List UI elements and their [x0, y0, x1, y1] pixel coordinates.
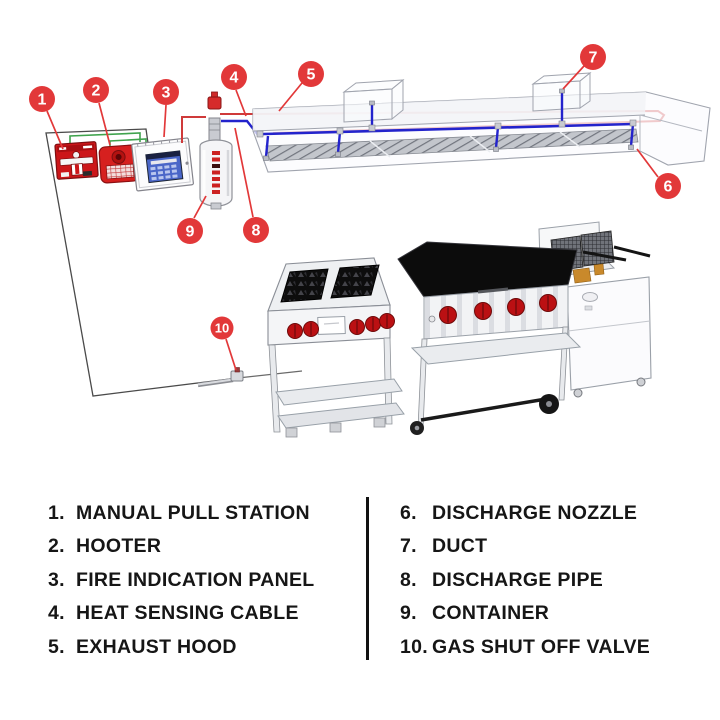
- legend-item-label: HEAT SENSING CABLE: [76, 602, 299, 625]
- gas-range: [267, 257, 405, 438]
- legend-item: 10. GAS SHUT OFF VALVE: [400, 631, 700, 664]
- legend-item-number: 1.: [48, 502, 65, 524]
- griddle: [397, 241, 582, 435]
- legend-item: 3. FIRE INDICATION PANEL: [48, 564, 348, 597]
- legend-item: 9. CONTAINER: [400, 597, 700, 630]
- svg-text:2: 2: [92, 83, 101, 100]
- legend-item: 8. DISCHARGE PIPE: [400, 564, 700, 597]
- legend-column-left: 1. MANUAL PULL STATION 2. HOOTER 3. FIRE…: [48, 497, 348, 664]
- legend-item-number: 2.: [48, 535, 65, 558]
- legend-item-label: DUCT: [432, 535, 488, 558]
- leader-3: [163, 104, 167, 138]
- callout-2: 2: [83, 77, 109, 103]
- fire-suppression-diagram: 1 2 3 4 5 6 7 8 9 10: [29, 44, 711, 438]
- legend-item-label: GAS SHUT OFF VALVE: [432, 635, 651, 658]
- legend-item: 6. DISCHARGE NOZZLE: [400, 497, 700, 530]
- callout-4: 4: [221, 64, 247, 90]
- legend-divider: [366, 497, 369, 660]
- callout-leaders: [46, 65, 659, 371]
- svg-text:3: 3: [162, 85, 171, 102]
- svg-text:1: 1: [38, 92, 47, 109]
- leader-9: [193, 195, 207, 219]
- svg-text:8: 8: [252, 223, 261, 240]
- callout-8: 8: [243, 217, 269, 243]
- callout-7: 7: [580, 44, 606, 70]
- fire-indication-panel: [131, 137, 194, 192]
- legend-item-number: 7.: [400, 535, 417, 558]
- legend-item-number: 6.: [400, 502, 417, 524]
- callout-3: 3: [153, 79, 179, 105]
- legend-item-label: MANUAL PULL STATION: [76, 502, 310, 524]
- legend-item-number: 8.: [400, 568, 417, 591]
- callout-5: 5: [298, 61, 324, 87]
- legend-item-number: 3.: [48, 568, 65, 591]
- svg-text:6: 6: [664, 179, 673, 196]
- legend-item: 4. HEAT SENSING CABLE: [48, 597, 348, 630]
- leader-2: [98, 102, 111, 146]
- legend-item-number: 9.: [400, 602, 417, 625]
- griddle-knob: [439, 294, 557, 324]
- legend-item-label: FIRE INDICATION PANEL: [76, 568, 315, 591]
- legend-item: 2. HOOTER: [48, 530, 348, 563]
- callout-1: 1: [29, 86, 55, 112]
- legend-item-number: 10.: [400, 635, 429, 658]
- legend-item: 5. EXHAUST HOOD: [48, 631, 348, 664]
- callout-10: 10: [210, 316, 234, 340]
- range-knob: [287, 313, 395, 339]
- gas-shut-off-valve: [230, 367, 244, 382]
- svg-text:10: 10: [215, 321, 229, 336]
- legend-item-label: HOOTER: [76, 535, 162, 558]
- leader-5: [278, 82, 303, 112]
- legend-item: 1. MANUAL PULL STATION: [48, 497, 348, 530]
- callout-6: 6: [655, 173, 681, 199]
- leader-4: [235, 89, 247, 117]
- callout-circles: 1 2 3 4 5 6 7 8 9 10: [29, 44, 681, 340]
- legend-item-label: DISCHARGE PIPE: [432, 568, 604, 591]
- leader-10: [225, 338, 237, 371]
- discharge-nozzle: [263, 123, 635, 161]
- container: [199, 91, 233, 210]
- legend-item: 7. DUCT: [400, 530, 700, 563]
- svg-text:7: 7: [589, 50, 598, 67]
- leader-7: [562, 65, 585, 90]
- manual-pull-station: [54, 141, 99, 180]
- hood-discharge-pipe: [256, 88, 637, 161]
- gas-supply-line: [197, 370, 303, 388]
- svg-text:9: 9: [186, 224, 195, 241]
- leader-6: [636, 148, 659, 178]
- svg-text:5: 5: [307, 67, 316, 84]
- legend-item-label: CONTAINER: [432, 602, 550, 625]
- legend-column-right: 6. DISCHARGE NOZZLE 7. DUCT 8. DISCHARGE…: [400, 497, 700, 664]
- legend-item-label: DISCHARGE NOZZLE: [432, 502, 638, 524]
- callout-9: 9: [177, 218, 203, 244]
- duct: [342, 71, 592, 123]
- leader-1: [46, 110, 64, 150]
- legend-item-number: 5.: [48, 635, 65, 658]
- fryer: [538, 221, 652, 398]
- leader-8: [234, 127, 254, 218]
- legend-item-label: EXHAUST HOOD: [76, 635, 237, 658]
- svg-text:4: 4: [230, 70, 239, 87]
- hooter: [98, 144, 140, 184]
- wall-outline: [45, 128, 239, 397]
- legend-item-number: 4.: [48, 602, 65, 625]
